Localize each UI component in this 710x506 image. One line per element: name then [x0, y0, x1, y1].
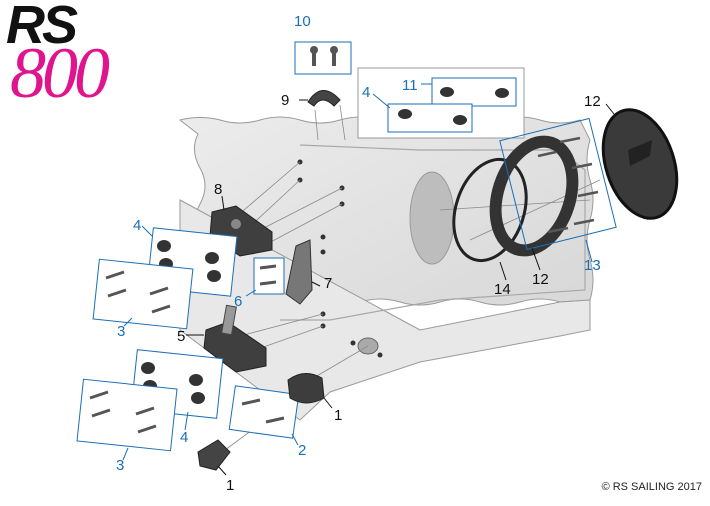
- callout-1-lower: 1: [226, 477, 234, 494]
- screw-icon: [105, 270, 171, 314]
- screw-icon: [241, 398, 285, 424]
- callout-10: 10: [294, 13, 311, 30]
- callout-5: 5: [177, 328, 185, 345]
- fairlead-part: [307, 90, 341, 107]
- plug-icon: [398, 87, 509, 125]
- callout-12-ring: 12: [532, 271, 549, 288]
- callout-box-10: [294, 41, 352, 75]
- callout-3-upper: 3: [117, 323, 125, 340]
- hatch-recess: [409, 171, 455, 265]
- callout-1-upper: 1: [334, 407, 342, 424]
- hull-recess-line: [280, 144, 586, 321]
- callout-arrows: [186, 99, 615, 476]
- logo-brand: RS: [6, 0, 78, 55]
- callout-box-3-upper: [92, 258, 194, 330]
- callout-4-top: 4: [362, 84, 370, 101]
- callout-9: 9: [281, 92, 289, 109]
- callout-3-lower: 3: [116, 457, 124, 474]
- logo-model: 800: [10, 33, 110, 113]
- callout-12-lid: 12: [584, 93, 601, 110]
- callout-8: 8: [214, 181, 222, 198]
- drain-bung-part-1b: [197, 439, 231, 471]
- screw-icon: [537, 136, 599, 234]
- cleat-part-7: [285, 239, 313, 305]
- callout-4-lower: 4: [180, 429, 188, 446]
- callout-box-13: [499, 117, 617, 251]
- copyright-text: © RS SAILING 2017: [601, 481, 702, 493]
- hatch-ring-part-12: [489, 135, 579, 257]
- lid-grip: [628, 140, 652, 166]
- callout-box-3-lower: [76, 378, 178, 452]
- pin-part: [221, 304, 237, 336]
- callout-box-6: [253, 257, 285, 295]
- callout-11: 11: [402, 77, 418, 94]
- screw-icon: [259, 264, 277, 286]
- callout-6: 6: [234, 293, 242, 310]
- screw-icon: [310, 46, 338, 66]
- callout-14: 14: [494, 281, 511, 298]
- drain-bung-part-1a: [287, 373, 325, 404]
- hatch-lid-part-12: [601, 108, 679, 220]
- callout-4-upper: 4: [133, 217, 141, 234]
- callout-2: 2: [298, 442, 306, 459]
- callout-7: 7: [324, 275, 332, 292]
- callout-arrows-blue: [122, 83, 593, 461]
- screw-icon: [89, 390, 157, 434]
- callout-box-2: [228, 385, 300, 439]
- callout-13: 13: [584, 257, 601, 274]
